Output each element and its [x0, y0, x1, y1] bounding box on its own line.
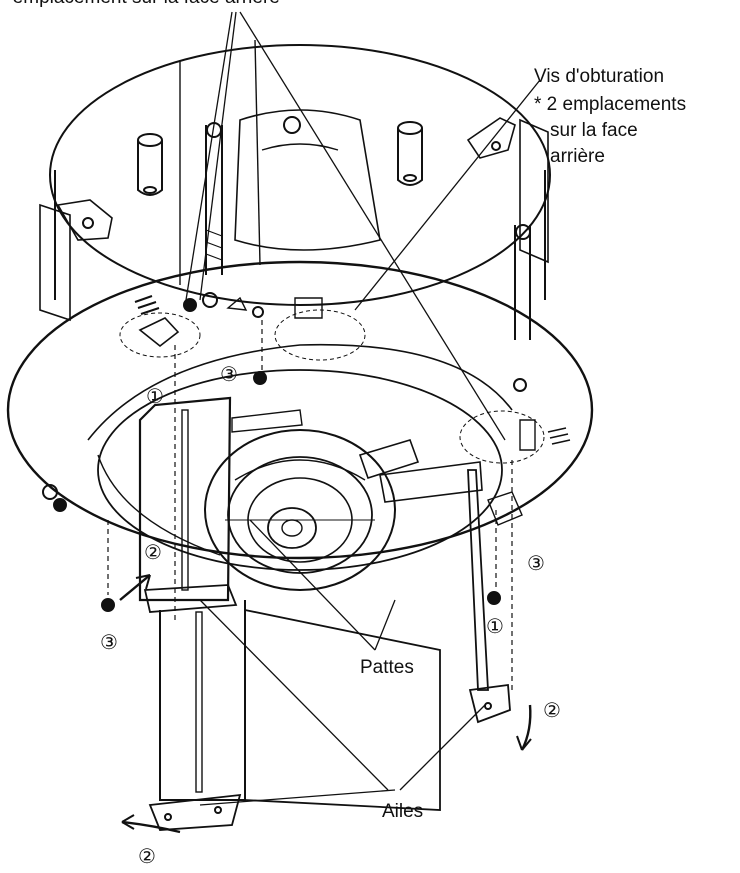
ailes-label: Ailes	[382, 801, 424, 822]
step-2-marker: ②	[138, 844, 156, 868]
step-3-marker: ③	[220, 362, 238, 386]
left-wing	[138, 396, 441, 831]
step-3-marker: ③	[527, 551, 545, 575]
right-wing	[467, 469, 523, 724]
step-2-marker: ②	[144, 540, 162, 564]
vis-obturation-label: Vis d'obturation	[534, 66, 665, 87]
mounting-base	[39, 39, 551, 340]
flange-ring	[6, 260, 594, 690]
vis-note-line-2: sur la face	[550, 120, 638, 141]
pattes-label: Pattes	[360, 657, 414, 678]
top-cut-label: * emplacement sur la face arrière	[0, 0, 280, 9]
vis-note-line-3: arrière	[550, 146, 605, 167]
leader-lines	[185, 11, 541, 806]
lens-mechanism	[204, 409, 483, 591]
step-2-marker: ②	[543, 698, 561, 722]
step-3-marker: ③	[100, 630, 118, 654]
motion-arrows	[119, 574, 532, 834]
step-1-marker: ①	[146, 384, 164, 408]
vis-note-line-1: * 2 emplacements	[534, 94, 687, 115]
step-1-marker: ①	[486, 614, 504, 638]
